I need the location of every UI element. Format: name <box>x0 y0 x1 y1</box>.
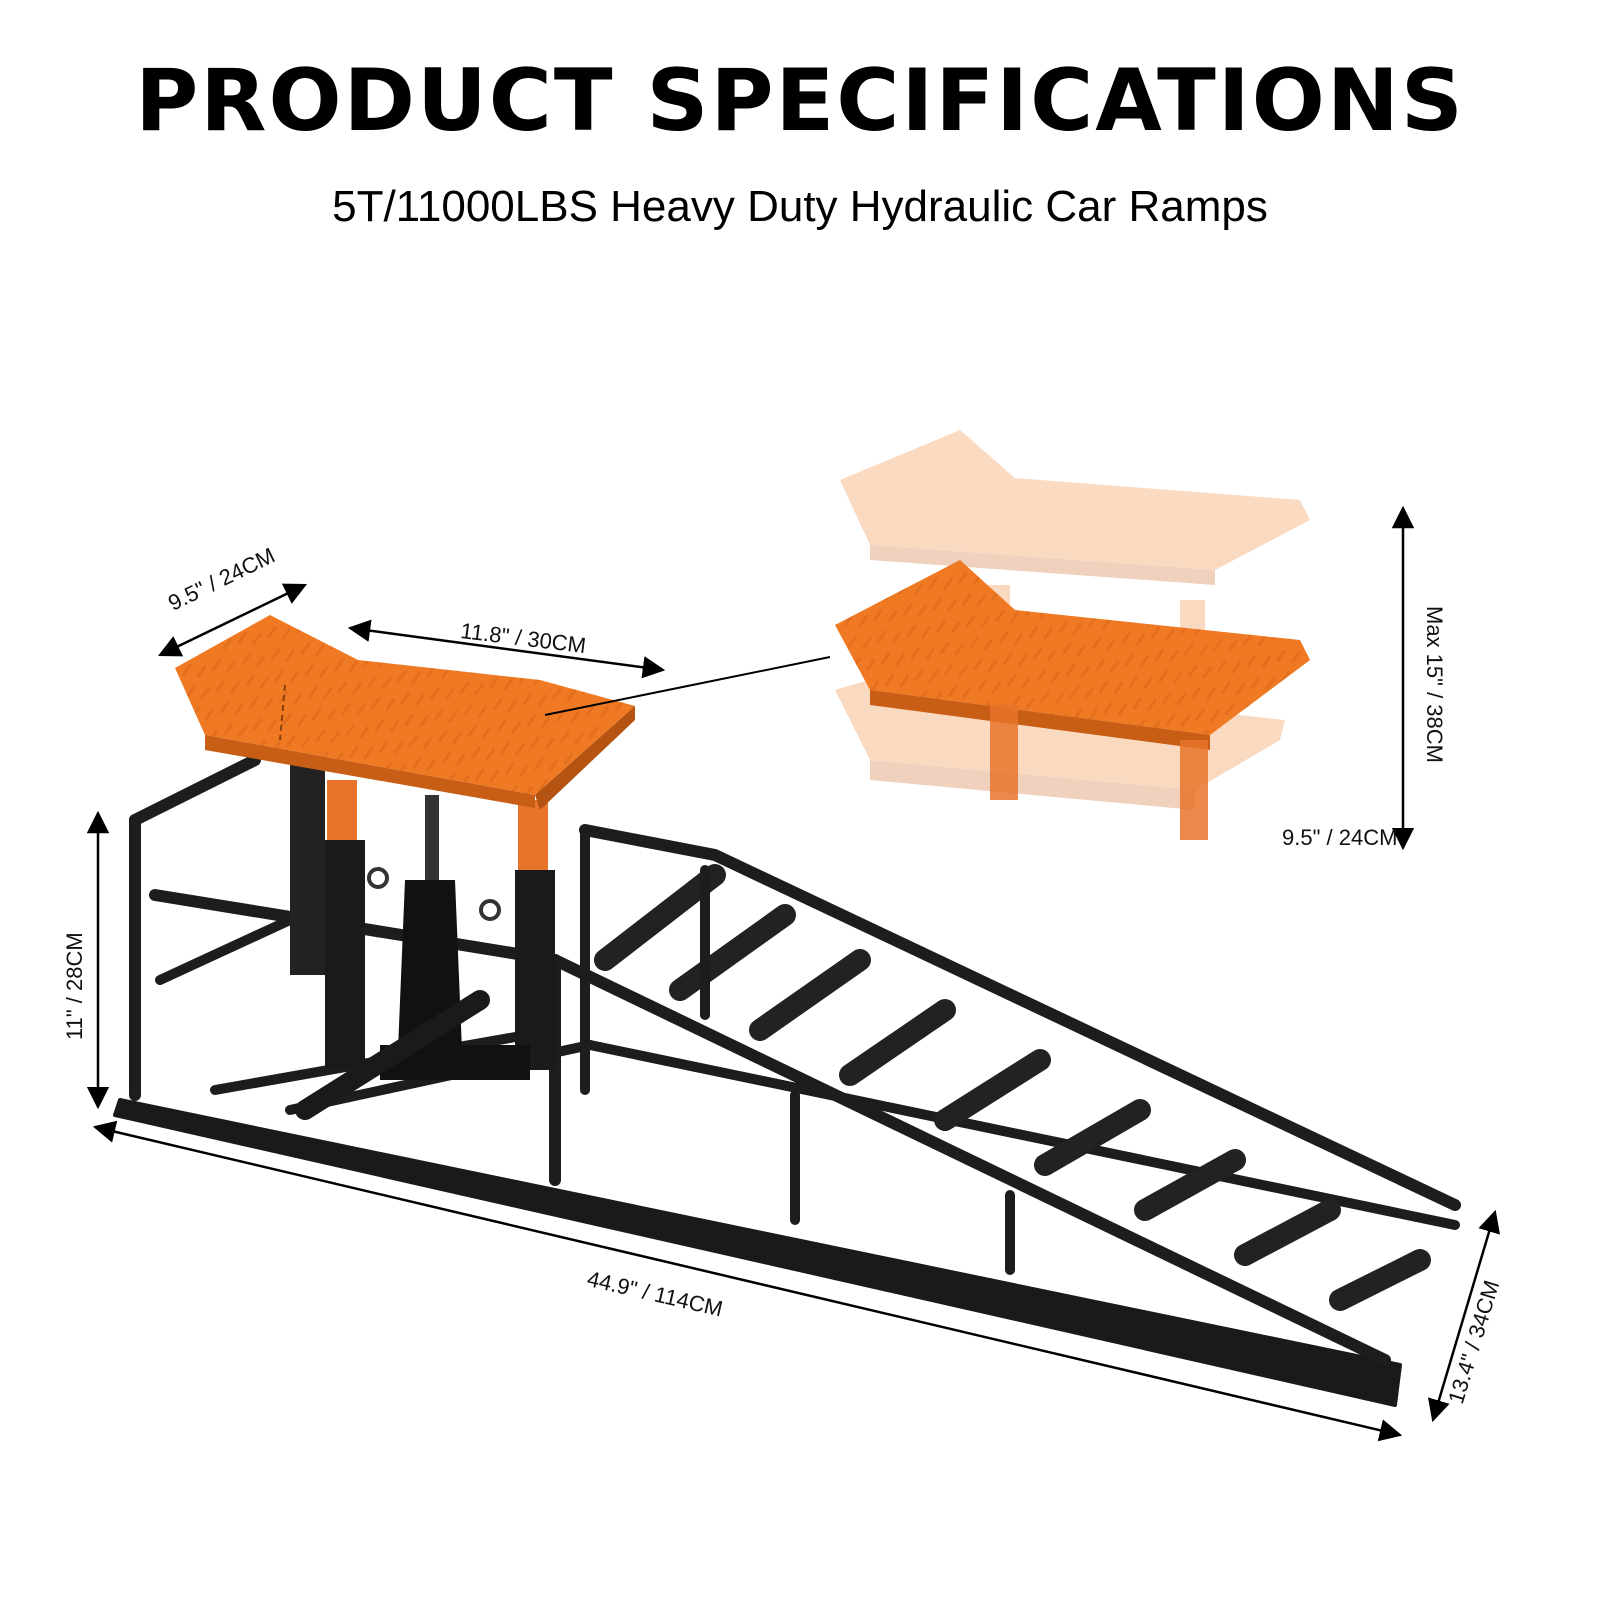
detail-callout-line <box>544 656 831 716</box>
height-detail-illustration <box>835 430 1310 840</box>
platform-width-arrow <box>157 583 308 657</box>
hydraulic-jack <box>290 765 555 1120</box>
lift-platform <box>175 615 635 810</box>
max-height-label: Max 15" / 38CM <box>1422 606 1447 763</box>
detail-width-label: 9.5" / 24CM <box>1282 825 1398 850</box>
ramp-width-arrow <box>1428 1209 1500 1423</box>
lift-height-label: 11" / 28CM <box>62 932 87 1040</box>
platform-length-arrow <box>347 619 666 679</box>
page-subtitle: 5T/11000LBS Heavy Duty Hydraulic Car Ram… <box>332 182 1268 231</box>
page-title: PRODUCT SPECIFICATIONS <box>135 51 1465 151</box>
ramp-length-arrow <box>92 1120 1403 1442</box>
